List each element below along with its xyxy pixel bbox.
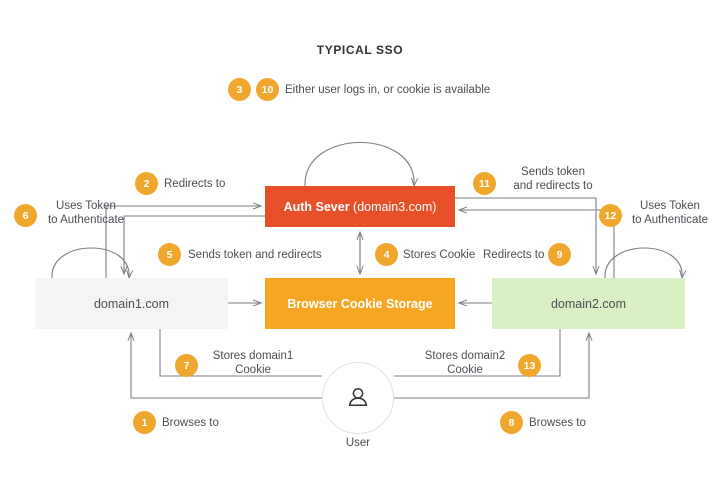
- node-domain2[interactable]: domain2.com: [492, 278, 685, 329]
- edge-domain2-selfloop: [604, 247, 682, 278]
- step-caption-12: Uses Token to Authenticate: [631, 200, 709, 226]
- user-icon: [348, 388, 368, 406]
- step-badge-6[interactable]: 6: [14, 204, 37, 227]
- step-badge-11[interactable]: 11: [473, 172, 496, 195]
- node-domain2-label: domain2.com: [550, 296, 627, 311]
- edge-9-domain2-to-auth: [459, 210, 615, 278]
- node-auth-server-label: Auth Sever (domain3.com): [283, 199, 437, 214]
- node-cookie-label: Browser Cookie Storage: [287, 296, 433, 311]
- step-badge-10[interactable]: 10: [256, 78, 279, 101]
- step-caption-4: Stores Cookie: [403, 249, 476, 261]
- node-browser-cookie-storage[interactable]: Browser Cookie Storage: [265, 278, 455, 329]
- node-user[interactable]: [322, 362, 394, 434]
- step-caption-5: Sends token and redirects: [188, 249, 322, 261]
- node-domain1-label: domain1.com: [93, 296, 170, 311]
- step-badge-3[interactable]: 3: [228, 78, 251, 101]
- step-caption-2: Redirects to: [164, 178, 226, 190]
- edge-11-auth-to-domain2: [455, 197, 596, 274]
- edge-auth-selfloop: [304, 141, 414, 187]
- step-caption-11: Sends token and redirects to: [513, 166, 593, 192]
- step-badge-12[interactable]: 12: [599, 204, 622, 227]
- step-badge-8[interactable]: 8: [500, 411, 523, 434]
- step-badge-7[interactable]: 7: [175, 354, 198, 377]
- step-caption-7: Stores domain1 Cookie: [212, 350, 294, 376]
- node-auth-server[interactable]: Auth Sever (domain3.com): [265, 186, 455, 227]
- node-domain1[interactable]: domain1.com: [35, 278, 228, 329]
- step-badge-4[interactable]: 4: [375, 243, 398, 266]
- step-caption-3-10: Either user logs in, or cookie is availa…: [285, 84, 491, 96]
- step-caption-8: Browses to: [529, 417, 586, 429]
- edge-domain1-selfloop: [51, 247, 129, 278]
- step-badge-1[interactable]: 1: [133, 411, 156, 434]
- step-badge-2[interactable]: 2: [135, 172, 158, 195]
- step-caption-13: Stores domain2 Cookie: [424, 350, 506, 376]
- diagram-title: TYPICAL SSO: [316, 43, 404, 57]
- step-badge-9[interactable]: 9: [548, 243, 571, 266]
- node-user-label: User: [345, 437, 371, 449]
- step-caption-9: Redirects to: [483, 249, 545, 261]
- step-badge-13[interactable]: 13: [518, 354, 541, 377]
- edge-5-auth-to-domain1: [124, 215, 265, 274]
- step-caption-1: Browses to: [162, 417, 219, 429]
- step-caption-6: Uses Token to Authenticate: [47, 200, 125, 226]
- step-badge-5[interactable]: 5: [158, 243, 181, 266]
